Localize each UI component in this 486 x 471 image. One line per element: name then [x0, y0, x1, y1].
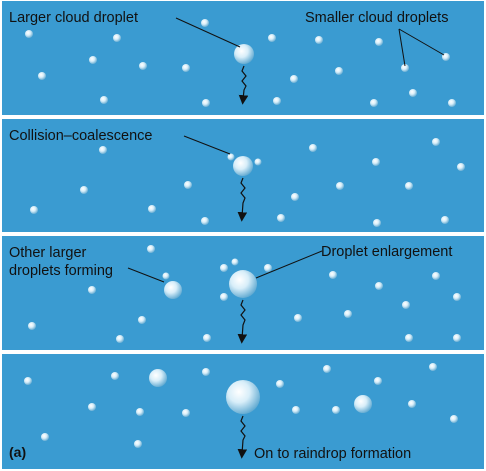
label-droplet-enlargement: Droplet enlargement	[321, 244, 452, 260]
colliding-droplet	[233, 156, 253, 176]
leader-line	[398, 28, 445, 56]
panel-2: Collision–coalescence	[9, 128, 465, 227]
larger-cloud-droplet	[234, 44, 254, 64]
panel-3: Other larger droplets forming Droplet en…	[9, 244, 461, 344]
leader-line	[175, 17, 241, 48]
leader-line	[398, 28, 406, 67]
other-larger-droplet	[164, 281, 182, 299]
fall-arrow-3	[237, 299, 248, 344]
fall-arrow-2	[237, 177, 248, 222]
small-droplets	[28, 245, 461, 343]
label-smaller-cloud-droplets: Smaller cloud droplets	[305, 10, 448, 26]
larger-droplet	[149, 369, 167, 387]
panel-4: On to raindrop formation (a)	[9, 363, 458, 462]
leader-line	[127, 267, 165, 283]
larger-droplet	[354, 395, 372, 413]
part-label: (a)	[9, 444, 26, 460]
small-droplets	[30, 138, 465, 227]
small-droplets	[25, 19, 456, 107]
raindrop-forming	[226, 380, 260, 414]
small-droplets	[24, 363, 458, 448]
label-other-larger-line-2: droplets forming	[9, 263, 113, 279]
label-larger-cloud-droplet: Larger cloud droplet	[9, 10, 138, 26]
panel-1: Larger cloud droplet Smaller cloud dropl…	[9, 10, 456, 107]
label-on-to-raindrop: On to raindrop formation	[254, 446, 411, 462]
leader-line	[183, 135, 231, 155]
fall-arrow-1	[238, 65, 249, 105]
leader-line	[255, 250, 323, 279]
enlarged-droplet	[229, 270, 257, 298]
fall-arrow-4	[237, 415, 248, 459]
label-collision-coalescence: Collision–coalescence	[9, 128, 152, 144]
label-other-larger-line-1: Other larger	[9, 245, 87, 261]
